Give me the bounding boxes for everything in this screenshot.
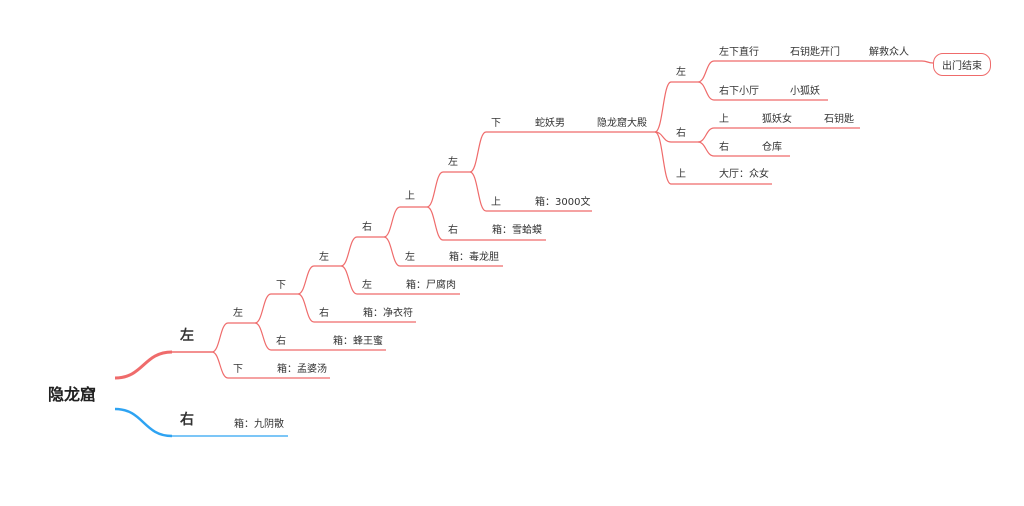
node-hr-up-b[interactable]: 石钥匙 bbox=[824, 114, 854, 125]
link-down-hall bbox=[469, 131, 487, 173]
link-to-exit bbox=[921, 60, 934, 64]
branch-left-label[interactable]: 左 bbox=[180, 328, 194, 344]
node-down-to-hall[interactable]: 下 bbox=[491, 118, 501, 129]
node-lld-right[interactable]: 右 bbox=[319, 308, 329, 319]
link-hr-up bbox=[697, 127, 715, 143]
link-ll-down bbox=[254, 293, 272, 324]
node-l-down[interactable]: 下 bbox=[233, 364, 243, 375]
node-hl-a1[interactable]: 左下直行 bbox=[719, 47, 759, 58]
node-lldl-right[interactable]: 右 bbox=[362, 222, 372, 233]
link-hall-left bbox=[654, 81, 672, 133]
node-lldl-left[interactable]: 左 bbox=[362, 280, 372, 291]
link-lldlru-right bbox=[426, 206, 444, 241]
node-exit-end[interactable]: 出门结束 bbox=[933, 53, 991, 76]
node-hall-right[interactable]: 右 bbox=[676, 128, 686, 139]
node-hr-right-a[interactable]: 仓库 bbox=[762, 142, 782, 153]
node-l-left[interactable]: 左 bbox=[233, 308, 243, 319]
node-snake-man[interactable]: 蛇妖男 bbox=[535, 118, 565, 129]
node-lld-left[interactable]: 左 bbox=[319, 252, 329, 263]
node-lldlru-right[interactable]: 右 bbox=[448, 225, 458, 236]
node-lldlr-left[interactable]: 左 bbox=[405, 252, 415, 263]
node-hr-right[interactable]: 右 bbox=[719, 142, 729, 153]
link-lldlr-left bbox=[383, 236, 401, 267]
node-hl-b1[interactable]: 右下小厅 bbox=[719, 86, 759, 97]
node-ll-down[interactable]: 下 bbox=[276, 280, 286, 291]
link-l-left bbox=[211, 322, 229, 353]
link-l-down bbox=[211, 351, 229, 379]
node-hall-up[interactable]: 上 bbox=[676, 169, 686, 180]
node-lldlr-left-box[interactable]: 箱：毒龙胆 bbox=[449, 252, 499, 263]
link-hall-up bbox=[654, 131, 672, 185]
node-hall-up-text[interactable]: 大厅：众女 bbox=[719, 169, 769, 180]
node-right-box[interactable]: 箱：九阴散 bbox=[234, 419, 284, 430]
node-ll-right-box[interactable]: 箱：蜂王蜜 bbox=[333, 336, 383, 347]
link-lldl-right bbox=[340, 236, 358, 267]
link-lld-left bbox=[297, 265, 315, 295]
link-hr-right bbox=[697, 141, 715, 157]
link-ll-right bbox=[254, 322, 272, 351]
link-up-box bbox=[469, 171, 487, 212]
node-lld-right-box[interactable]: 箱：净衣符 bbox=[363, 308, 413, 319]
node-up-box[interactable]: 上 bbox=[491, 197, 501, 208]
node-main-hall[interactable]: 隐龙窟大殿 bbox=[597, 118, 647, 129]
link-hl-a bbox=[697, 60, 715, 83]
node-lldlr-up[interactable]: 上 bbox=[405, 191, 415, 202]
link-lldlru-left bbox=[426, 171, 444, 208]
node-ll-right[interactable]: 右 bbox=[276, 336, 286, 347]
node-hr-up-a[interactable]: 狐妖女 bbox=[762, 114, 792, 125]
link-root-left bbox=[114, 350, 173, 380]
node-hl-a3[interactable]: 解救众人 bbox=[869, 47, 909, 58]
link-lld-right bbox=[297, 293, 315, 323]
node-up-box-text[interactable]: 箱：3000文 bbox=[535, 197, 591, 208]
node-lldlru-right-box[interactable]: 箱：雪蛤蟆 bbox=[492, 225, 542, 236]
link-lldl-left bbox=[340, 265, 358, 295]
node-hall-left[interactable]: 左 bbox=[676, 67, 686, 78]
link-hl-b bbox=[697, 81, 715, 101]
link-lldlr-up bbox=[383, 206, 401, 238]
node-hr-up[interactable]: 上 bbox=[719, 114, 729, 125]
branch-right-label[interactable]: 右 bbox=[180, 412, 194, 428]
node-l-down-box[interactable]: 箱：孟婆汤 bbox=[277, 364, 327, 375]
node-hl-b2[interactable]: 小狐妖 bbox=[790, 86, 820, 97]
root-node[interactable]: 隐龙窟 bbox=[48, 385, 97, 404]
node-hl-a2[interactable]: 石钥匙开门 bbox=[790, 47, 840, 58]
node-lldlru-left[interactable]: 左 bbox=[448, 157, 458, 168]
link-root-right bbox=[114, 407, 173, 438]
node-lldl-left-box[interactable]: 箱：尸腐肉 bbox=[406, 280, 456, 291]
